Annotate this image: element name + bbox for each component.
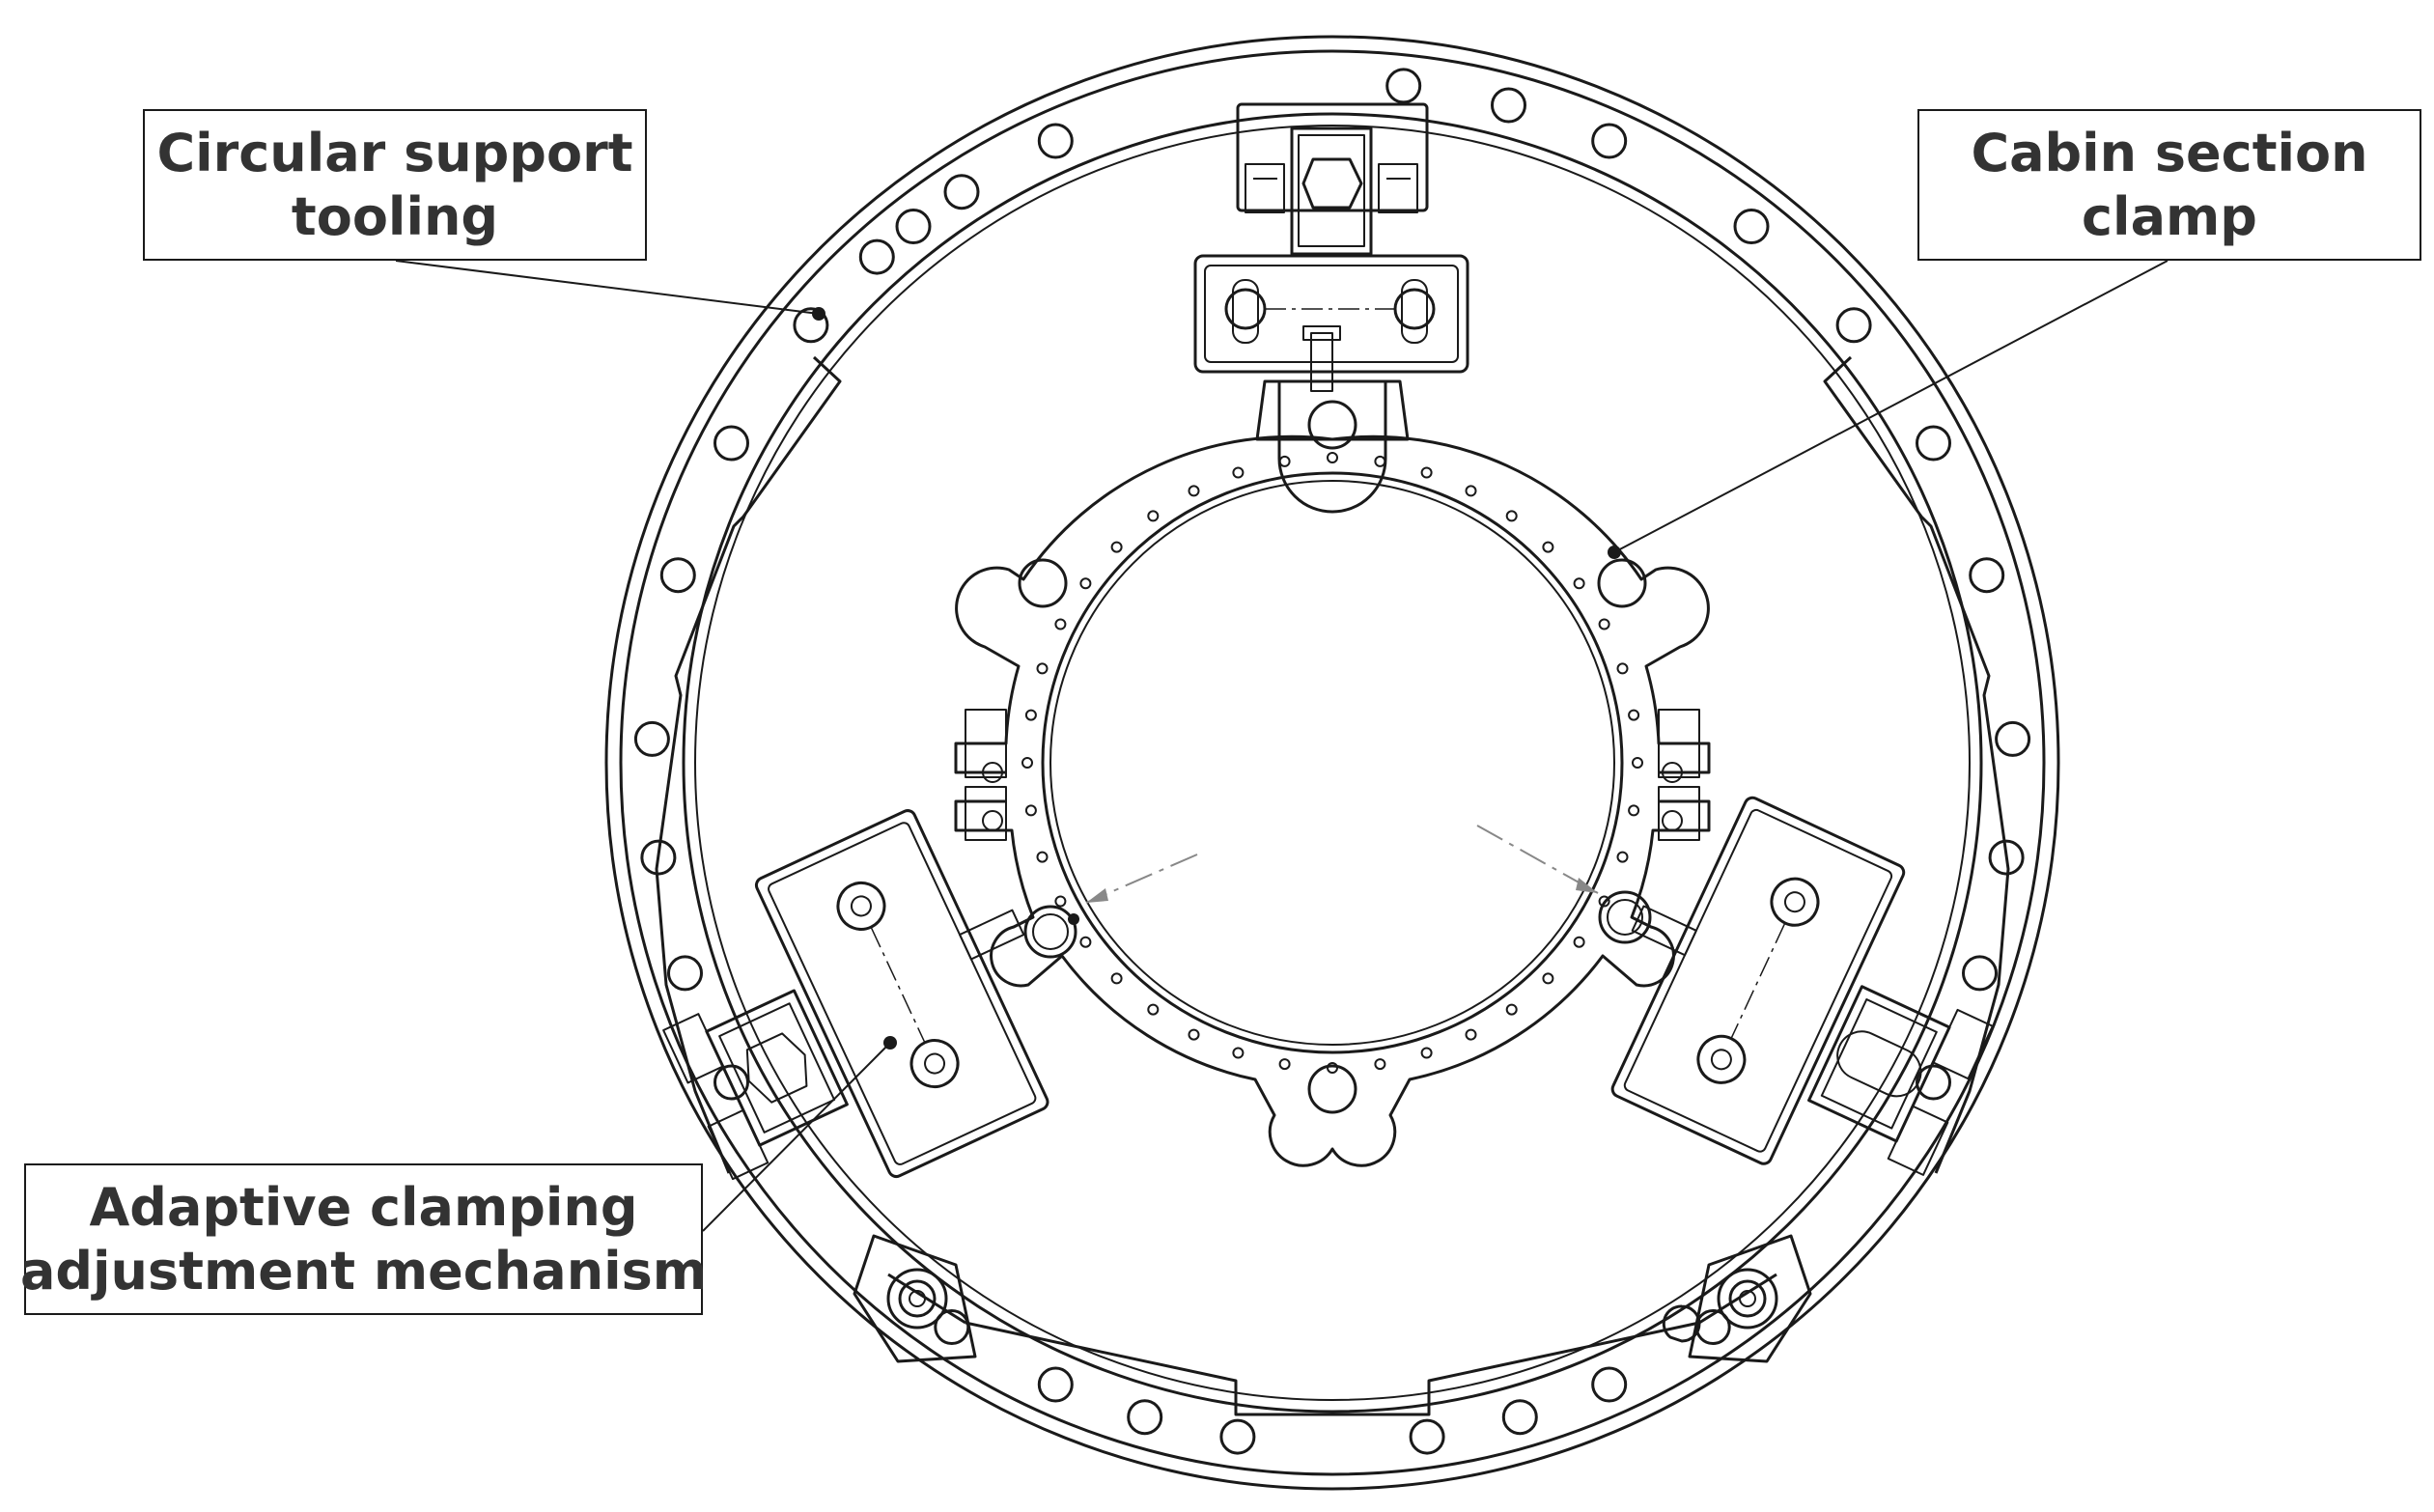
clamp-small-hole: [1147, 510, 1160, 522]
ring-bolt-hole: [1916, 1064, 1951, 1101]
ring-bolt-hole: [633, 720, 670, 757]
cabin-section-clamp: [954, 434, 1711, 1167]
ring-bolt-hole: [1037, 1366, 1074, 1403]
ring-bolt-hole: [1501, 1399, 1538, 1436]
label-line: adjustment mechanism: [19, 1240, 708, 1302]
left-adaptive-mechanism: [662, 809, 1049, 1181]
clamp-small-hole: [1327, 452, 1338, 463]
label-line: tooling: [291, 185, 499, 247]
clamp-small-holes: [1021, 452, 1643, 1074]
clamp-small-hole: [1465, 1028, 1477, 1041]
clamp-small-hole: [1036, 851, 1049, 863]
clamp-small-hole: [1188, 1028, 1200, 1041]
ring-bolt-hole: [1988, 839, 2025, 876]
clamp-small-hole: [1110, 541, 1123, 553]
ring-bolt-hole: [1835, 307, 1872, 344]
ring-bolt-hole: [1916, 425, 1951, 462]
clamp-small-hole: [1024, 709, 1037, 721]
clamp-small-hole: [1021, 757, 1033, 769]
clamp-small-hole: [1054, 618, 1067, 630]
clamp-small-hole: [1542, 541, 1554, 553]
ring-bolt-hole: [1127, 1399, 1163, 1436]
clamp-pivot-dot: [1068, 913, 1079, 925]
ring-bolt-hole: [713, 1064, 749, 1101]
clamp-small-hole: [1573, 936, 1585, 948]
clamp-small-hole: [1616, 851, 1629, 863]
ring-bolt-hole: [1995, 720, 2031, 757]
label-adaptive-clamping-mechanism: Adaptive clamping adjustment mechanism: [20, 1163, 707, 1315]
leader-dot-adaptive: [883, 1036, 897, 1050]
clamp-small-hole: [1616, 662, 1629, 675]
leader-dots: [812, 307, 1621, 1050]
clamp-small-hole: [1024, 804, 1037, 817]
clamp-small-hole: [1278, 455, 1291, 467]
clamp-small-hole: [1598, 618, 1610, 630]
label-circular-support-tooling: Circular support tooling: [143, 109, 647, 261]
clamp-small-hole: [1079, 577, 1092, 590]
ring-bolt-hole: [1491, 87, 1526, 124]
clamp-small-hole: [1573, 577, 1585, 590]
ring-bolt-hole: [858, 238, 895, 275]
ring-bolt-hole: [895, 209, 932, 244]
dimension-arrows: [1086, 878, 1598, 903]
ring-bolt-hole: [713, 425, 749, 462]
label-line: Circular support: [156, 122, 633, 183]
clamp-small-hole: [1188, 485, 1200, 497]
ring-bolt-hole: [659, 557, 696, 594]
clamp-small-hole: [1542, 972, 1554, 985]
ring-bolt-hole: [934, 1309, 970, 1345]
ring-bolt-hole: [1694, 1309, 1731, 1345]
clamp-small-hole: [1278, 1058, 1291, 1071]
clamp-small-hole: [1327, 1062, 1338, 1074]
clamp-small-hole: [1632, 757, 1643, 769]
clamp-small-hole: [1232, 466, 1245, 479]
clamp-small-hole: [1505, 1003, 1518, 1016]
ring-bolt-hole: [1962, 955, 1998, 992]
clamp-small-hole: [1505, 510, 1518, 522]
leader-dot-circular: [812, 307, 825, 321]
leader-dot-cabin: [1608, 546, 1621, 559]
label-cabin-section-clamp: Cabin section clamp: [1917, 109, 2421, 261]
ring-bolt-hole: [1733, 209, 1770, 244]
clamp-small-hole: [1110, 972, 1123, 985]
ring-bolt-holes: [633, 68, 2031, 1455]
ring-bolt-hole: [1409, 1418, 1445, 1455]
clamp-small-hole: [1598, 895, 1610, 908]
ring-bolt-hole: [1385, 68, 1422, 104]
ring-bolt-hole: [640, 839, 677, 876]
clamp-small-hole: [1628, 709, 1640, 721]
clamp-small-hole: [1054, 895, 1067, 908]
ring-bolt-hole: [943, 174, 980, 210]
label-line: Adaptive clamping: [89, 1176, 638, 1238]
ring-bolt-hole: [1969, 557, 2005, 594]
clamp-small-hole: [1147, 1003, 1160, 1016]
clamp-small-hole: [1420, 1047, 1433, 1059]
clamp-small-hole: [1628, 804, 1640, 817]
ring-bolt-hole: [793, 307, 829, 344]
clamp-small-hole: [1374, 1058, 1386, 1071]
clamp-small-hole: [1079, 936, 1092, 948]
ring-bolt-hole: [1219, 1418, 1256, 1455]
center-dimension-lines: [1085, 825, 1599, 904]
ring-bolt-hole: [1591, 1366, 1628, 1403]
label-line: clamp: [2082, 185, 2257, 247]
clamp-small-hole: [1036, 662, 1049, 675]
clamp-small-hole: [1420, 466, 1433, 479]
clamp-small-hole: [1232, 1047, 1245, 1059]
ring-inner-boundary: [655, 355, 2010, 1416]
ring-bolt-hole: [1591, 123, 1628, 159]
clamp-small-hole: [1465, 485, 1477, 497]
clamp-small-hole: [1374, 455, 1386, 467]
label-line: Cabin section: [1971, 122, 2368, 183]
leader-lines: [395, 260, 2168, 1232]
outer-support-ring: [604, 35, 2060, 1491]
top-clamp-assembly: [1193, 102, 1469, 514]
ring-bolt-hole: [1037, 123, 1074, 159]
right-adaptive-mechanism: [1610, 796, 1994, 1176]
ring-bolt-hole: [667, 955, 703, 992]
